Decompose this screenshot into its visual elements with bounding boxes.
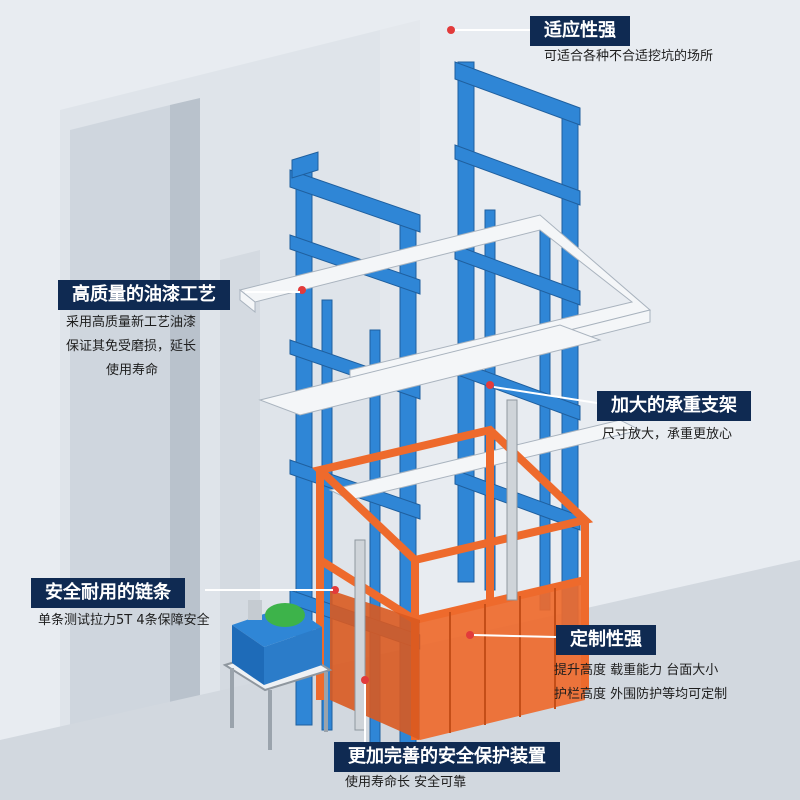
blue-frame-right	[454, 61, 581, 629]
leader-lines	[205, 29, 598, 742]
wall-pillar-left	[70, 105, 170, 785]
cage-front-panel	[420, 580, 585, 740]
dot-adaptability	[447, 26, 455, 34]
callout-safety-desc: 使用寿命长 安全可靠	[345, 775, 467, 790]
callout-chain-desc: 单条测试拉力5T 4条保障安全	[38, 613, 210, 628]
callout-paint-desc-2: 保证其免受磨损，延长	[66, 339, 197, 354]
callout-custom-desc-1: 提升高度 载重能力 台面大小	[554, 663, 719, 678]
dot-custom	[466, 631, 474, 639]
callout-safety-title: 更加完善的安全保护装置	[334, 742, 560, 772]
callout-adaptability-title: 适应性强	[530, 16, 630, 46]
hydraulic-power-unit	[222, 600, 333, 750]
callout-bracket-title: 加大的承重支架	[597, 391, 751, 421]
cage-mesh	[449, 588, 556, 733]
dot-bracket	[486, 381, 494, 389]
dot-safety	[361, 676, 369, 684]
wall-pillar-left-shade	[170, 98, 200, 760]
callout-paint-desc-1: 采用高质量新工艺油漆	[66, 315, 197, 330]
callout-bracket-desc: 尺寸放大，承重更放心	[602, 427, 733, 442]
dot-chain	[331, 586, 339, 594]
callout-custom-desc-2: 护栏高度 外围防护等均可定制	[554, 687, 728, 702]
callout-adaptability-desc: 可适合各种不合适挖坑的场所	[544, 49, 714, 64]
callout-custom-title: 定制性强	[556, 625, 656, 655]
cage-side-panel	[330, 590, 420, 740]
callout-paint-desc-3: 使用寿命	[106, 363, 159, 378]
white-bracket	[238, 214, 652, 501]
callout-paint-title: 高质量的油漆工艺	[58, 280, 230, 310]
callout-chain-title: 安全耐用的链条	[31, 578, 185, 608]
hydraulic-cylinders	[354, 399, 518, 731]
